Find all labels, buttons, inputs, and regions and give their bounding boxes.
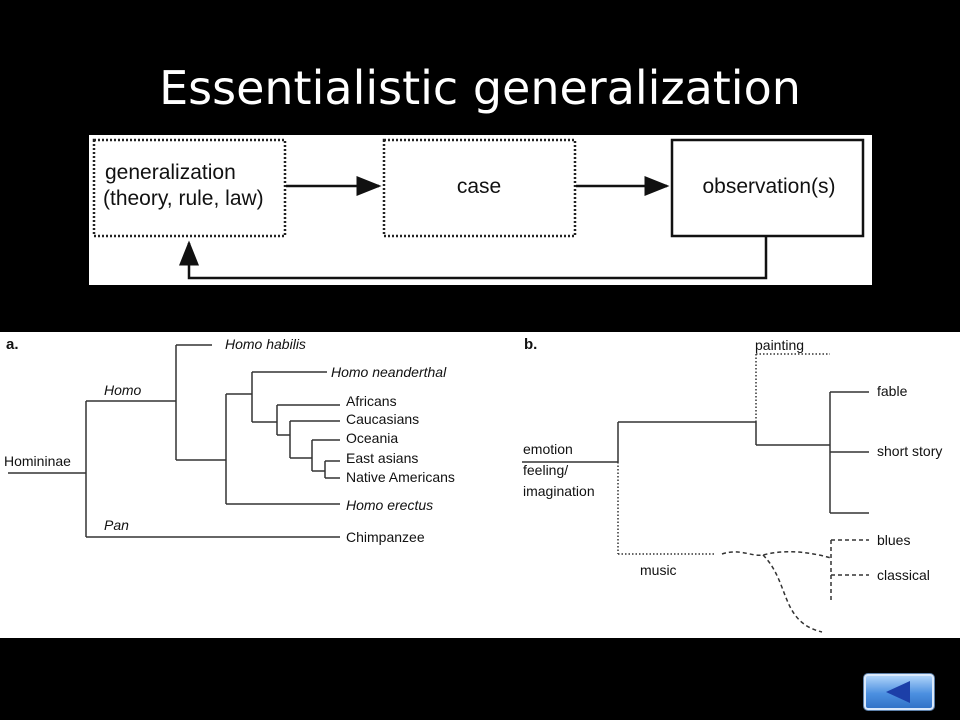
fable-label: fable <box>877 383 908 399</box>
slide-title: Essentialistic generalization <box>159 61 801 115</box>
hominin-tree <box>8 344 340 538</box>
short-story-label: short story <box>877 443 942 459</box>
back-button[interactable] <box>864 674 934 710</box>
imagination-label: imagination <box>523 483 595 499</box>
classical-label: classical <box>877 567 930 583</box>
tree-b-letter: b. <box>524 336 537 353</box>
observations-label: observation(s) <box>702 175 835 198</box>
generalization-label: generalization <box>105 161 236 184</box>
concept-tree-dotted-branches <box>617 353 830 555</box>
observations-box <box>670 138 865 238</box>
native-americans-label: Native Americans <box>346 469 455 485</box>
case-box <box>382 138 577 238</box>
emotion-label: emotion <box>523 441 573 457</box>
homo-label: Homo <box>104 382 142 398</box>
tree-diagrams-panel: a. Homininae Homo Pan Homo habilis Homo … <box>0 332 960 638</box>
hominin-tree-branches <box>8 344 340 538</box>
music-label: music <box>640 562 677 578</box>
homininae-label: Homininae <box>4 453 71 469</box>
triangle-left-icon <box>886 681 910 703</box>
africans-label: Africans <box>346 393 397 409</box>
homo-neanderthal-label: Homo neanderthal <box>331 364 447 380</box>
tree-a-letter: a. <box>6 336 19 353</box>
music-dashed-branches <box>721 539 869 633</box>
feedback-arrow <box>179 236 768 280</box>
generalization-sublabel: (theory, rule, law) <box>103 187 264 210</box>
concept-tree <box>522 353 869 633</box>
flow-diagram-svg: generalization (theory, rule, law) case … <box>92 138 865 280</box>
generalization-box <box>92 138 287 238</box>
caucasians-label: Caucasians <box>346 411 419 427</box>
blues-label: blues <box>877 532 910 548</box>
homo-erectus-label: Homo erectus <box>346 497 433 513</box>
tree-diagrams-svg: a. Homininae Homo Pan Homo habilis Homo … <box>4 336 942 633</box>
homo-habilis-label: Homo habilis <box>225 336 306 352</box>
feeling-label: feeling/ <box>523 462 568 478</box>
generalization-flow-diagram: generalization (theory, rule, law) case … <box>89 135 872 285</box>
east-asians-label: East asians <box>346 450 418 466</box>
case-label: case <box>457 175 501 198</box>
chimpanzee-label: Chimpanzee <box>346 529 425 545</box>
painting-label: painting <box>755 337 804 353</box>
concept-tree-solid-branches <box>522 391 869 514</box>
oceania-label: Oceania <box>346 430 398 446</box>
pan-label: Pan <box>104 517 129 533</box>
